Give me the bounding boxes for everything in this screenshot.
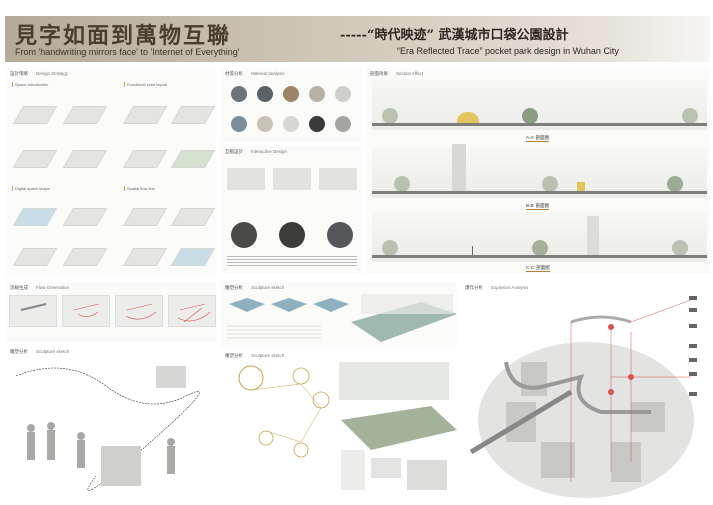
material-swatch (231, 116, 247, 132)
ground-line (372, 191, 707, 194)
iso-model (62, 248, 108, 266)
iso-model (122, 208, 168, 226)
flow-map (62, 295, 110, 327)
header-banner: 見字如面到萬物互聯 From 'handwriting mirrors face… (5, 16, 710, 62)
material-swatch (283, 116, 299, 132)
interaction-photo (327, 222, 353, 248)
iso-model (62, 150, 108, 168)
tree (472, 246, 473, 256)
tree (382, 240, 398, 256)
iso-model (62, 106, 108, 124)
material-swatch (335, 86, 351, 102)
material-swatch (309, 86, 325, 102)
group-label: Digital space shape (12, 186, 50, 191)
iso-model (122, 106, 168, 124)
section-label: B-B' 剖面图 (526, 203, 550, 210)
interaction-scene (227, 168, 265, 190)
iso-model (122, 248, 168, 266)
subtitle-chinese: -----“時代映迹” 武漢城市口袋公園設計 (340, 28, 569, 43)
iso-model (12, 150, 58, 168)
section-label: C-C' 剖面图 (526, 265, 550, 272)
iso-model (122, 150, 168, 168)
title-chinese: 見字如面到萬物互聯 (15, 23, 232, 49)
material-swatch (257, 116, 273, 132)
group-label: Spatial flow line (124, 186, 155, 191)
material-swatch (309, 116, 325, 132)
iso-model (170, 150, 216, 168)
material-swatch (231, 86, 247, 102)
group-label: Space Introduction (12, 82, 48, 87)
tree (532, 240, 548, 256)
ground-line (372, 123, 707, 126)
iso-model (12, 208, 58, 226)
interaction-photo (231, 222, 257, 248)
subtitle-english: “Era Reflected Trace” pocket park design… (397, 46, 619, 56)
tree (394, 176, 410, 192)
flow-map (9, 295, 57, 327)
section-drawing-c (372, 212, 707, 262)
tower (452, 144, 466, 192)
tower (587, 216, 599, 256)
tree (542, 176, 558, 192)
flow-map (168, 295, 216, 327)
material-swatch (283, 86, 299, 102)
interaction-scene (319, 168, 357, 190)
tree (667, 176, 683, 192)
material-swatch (257, 86, 273, 102)
sculpture-diagrams (227, 294, 457, 342)
interaction-photo (279, 222, 305, 248)
flow-map (115, 295, 163, 327)
material-swatch (335, 116, 351, 132)
iso-model (170, 208, 216, 226)
tree (382, 108, 398, 124)
interaction-scene (273, 168, 311, 190)
iso-model (170, 106, 216, 124)
iso-model (12, 248, 58, 266)
section-drawing-a (372, 80, 707, 130)
title-english: From 'handwriting mirrors face' to 'Inte… (15, 47, 240, 57)
sculpture (457, 112, 479, 124)
tree (682, 108, 698, 124)
tree (522, 108, 538, 124)
ground-line (372, 255, 707, 258)
sculpture (577, 182, 585, 192)
tree (672, 240, 688, 256)
section-label: A-A' 剖面图 (526, 135, 550, 142)
description-text (227, 256, 357, 266)
sculpture-sketch-illustration (15, 366, 200, 491)
iso-model (170, 248, 216, 266)
group-label: Functional zone layout (124, 82, 167, 87)
flow-lines (20, 303, 211, 323)
section-drawing-b (372, 144, 707, 198)
iso-model (62, 208, 108, 226)
sculpture-sketch-collage (238, 362, 457, 490)
explosion-axonometric (469, 296, 697, 498)
iso-model (12, 106, 58, 124)
